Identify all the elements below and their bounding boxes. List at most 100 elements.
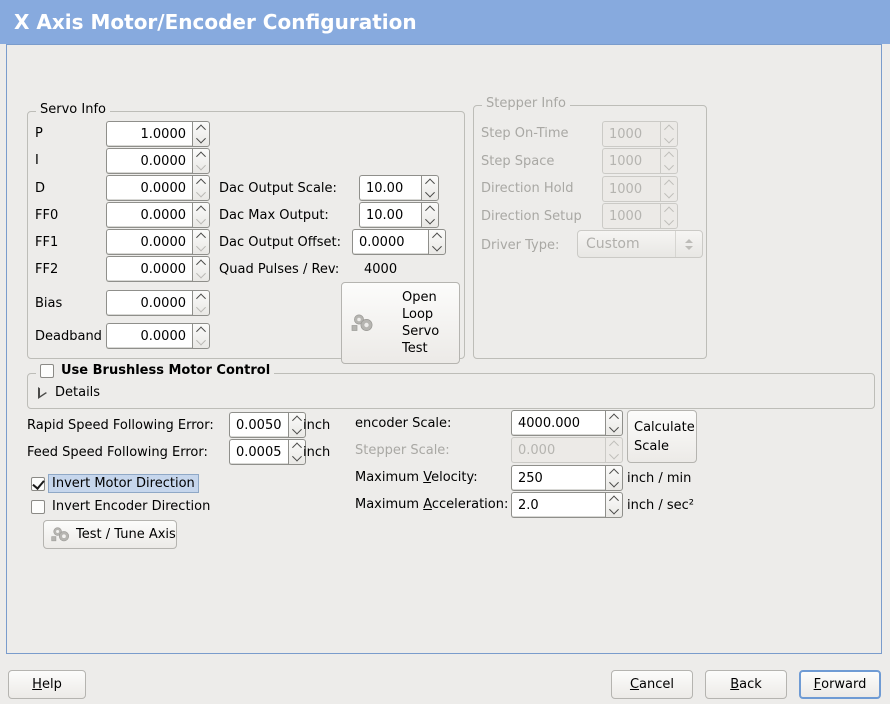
spin-down-icon[interactable]: [193, 269, 209, 281]
label-deadband: Deadband: [35, 329, 102, 344]
open-loop-servo-test-button[interactable]: Open Loop Servo Test: [341, 282, 460, 364]
spin-maximum-velocity[interactable]: 250: [511, 465, 623, 491]
spin-down-icon[interactable]: [606, 423, 622, 435]
spin-maximum-velocity-value[interactable]: 250: [511, 465, 605, 491]
spin-down-icon[interactable]: [422, 215, 438, 227]
spin-d-buttons[interactable]: [192, 175, 210, 201]
spin-dac-output-offset[interactable]: 0.0000: [352, 229, 446, 255]
spin-encoder-scale-buttons[interactable]: [605, 410, 623, 436]
spin-p-buttons[interactable]: [192, 121, 210, 147]
spin-i-buttons[interactable]: [192, 148, 210, 174]
spin-bias[interactable]: 0.0000: [106, 290, 210, 316]
spin-up-icon: [661, 177, 677, 189]
spin-down-icon[interactable]: [193, 242, 209, 254]
spin-down-icon[interactable]: [606, 478, 622, 490]
spin-up-icon[interactable]: [606, 493, 622, 505]
spin-maximum-velocity-buttons[interactable]: [605, 465, 623, 491]
spin-i[interactable]: 0.0000: [106, 148, 210, 174]
spin-dac-max-output-value[interactable]: 10.00: [359, 202, 421, 228]
spin-bias-buttons[interactable]: [192, 290, 210, 316]
spin-up-icon[interactable]: [193, 291, 209, 303]
spin-encoder-scale[interactable]: 4000.000: [511, 410, 623, 436]
spin-ff0[interactable]: 0.0000: [106, 202, 210, 228]
spin-deadband-value[interactable]: 0.0000: [106, 323, 192, 349]
spin-deadband-buttons[interactable]: [192, 323, 210, 349]
spin-dac-output-offset-buttons[interactable]: [428, 229, 446, 255]
spin-down-icon[interactable]: [193, 161, 209, 173]
spin-ff1[interactable]: 0.0000: [106, 229, 210, 255]
spin-up-icon[interactable]: [193, 324, 209, 336]
spin-maximum-acceleration-value[interactable]: 2.0: [511, 492, 605, 518]
spin-ff2[interactable]: 0.0000: [106, 256, 210, 282]
spin-i-value[interactable]: 0.0000: [106, 148, 192, 174]
spin-rapid-speed-following-error[interactable]: 0.0050: [229, 412, 306, 438]
spin-ff2-value[interactable]: 0.0000: [106, 256, 192, 282]
spin-up-icon[interactable]: [606, 411, 622, 423]
use-brushless-motor-control-checkbox[interactable]: [40, 364, 54, 378]
spin-feed-buttons[interactable]: [287, 439, 306, 465]
invert-motor-direction-checkbox[interactable]: [31, 476, 45, 491]
spin-down-icon[interactable]: [193, 215, 209, 227]
details-expander[interactable]: Details: [38, 385, 100, 400]
spin-down-icon[interactable]: [193, 134, 209, 146]
spin-deadband[interactable]: 0.0000: [106, 323, 210, 349]
spin-maximum-acceleration[interactable]: 2.0: [511, 492, 623, 518]
spin-down-icon[interactable]: [193, 336, 209, 348]
label-maximum-velocity: Maximum Velocity:: [355, 470, 478, 485]
spin-up-icon[interactable]: [422, 176, 438, 188]
spin-ff2-buttons[interactable]: [192, 256, 210, 282]
spin-ff0-value[interactable]: 0.0000: [106, 202, 192, 228]
spin-down-icon[interactable]: [193, 188, 209, 200]
spin-up-icon[interactable]: [193, 149, 209, 161]
spin-p-value[interactable]: 1.0000: [106, 121, 192, 147]
spin-ff1-value[interactable]: 0.0000: [106, 229, 192, 255]
spin-up-icon[interactable]: [606, 466, 622, 478]
title-bar: X Axis Motor/Encoder Configuration: [0, 0, 890, 44]
spin-down-icon[interactable]: [422, 188, 438, 200]
spin-down-icon: [661, 216, 677, 228]
invert-motor-direction-row[interactable]: Invert Motor Direction: [31, 474, 199, 493]
calculate-scale-button[interactable]: Calculate Scale: [627, 410, 697, 463]
spin-p[interactable]: 1.0000: [106, 121, 210, 147]
invert-encoder-direction-checkbox[interactable]: [31, 499, 45, 514]
spin-stepper-scale: 0.000: [511, 437, 623, 463]
spin-rapid-buttons[interactable]: [287, 412, 306, 438]
spin-dac-output-offset-value[interactable]: 0.0000: [352, 229, 428, 255]
spin-up-icon[interactable]: [193, 230, 209, 242]
spin-dac-output-scale-value[interactable]: 10.00: [359, 175, 421, 201]
spin-up-icon[interactable]: [193, 203, 209, 215]
spin-bias-value[interactable]: 0.0000: [106, 290, 192, 316]
test-tune-axis-button[interactable]: Test / Tune Axis: [43, 520, 177, 549]
spin-up-icon[interactable]: [429, 230, 445, 242]
spin-step-on-time: 1000: [602, 121, 678, 147]
spin-dac-max-output[interactable]: 10.00: [359, 202, 439, 228]
spin-up-icon[interactable]: [193, 176, 209, 188]
invert-encoder-direction-row[interactable]: Invert Encoder Direction: [31, 499, 210, 514]
details-label: Details: [55, 385, 101, 400]
spin-ff1-buttons[interactable]: [192, 229, 210, 255]
spin-encoder-scale-value[interactable]: 4000.000: [511, 410, 605, 436]
spin-up-icon[interactable]: [193, 257, 209, 269]
spin-dac-max-output-buttons[interactable]: [421, 202, 439, 228]
spin-d[interactable]: 0.0000: [106, 175, 210, 201]
spin-feed-speed-following-error-value[interactable]: 0.0005: [229, 439, 288, 465]
spin-down-icon[interactable]: [429, 242, 445, 254]
spin-down-icon[interactable]: [606, 505, 622, 517]
spin-ff0-buttons[interactable]: [192, 202, 210, 228]
spin-down-icon[interactable]: [193, 303, 209, 315]
spin-dac-output-scale-buttons[interactable]: [421, 175, 439, 201]
spin-dac-output-scale[interactable]: 10.00: [359, 175, 439, 201]
chevron-right-icon[interactable]: [38, 386, 47, 399]
label-d: D: [35, 181, 46, 196]
spin-direction-setup: 1000: [602, 203, 678, 229]
spin-up-icon[interactable]: [193, 122, 209, 134]
spin-d-value[interactable]: 0.0000: [106, 175, 192, 201]
spin-maximum-acceleration-buttons[interactable]: [605, 492, 623, 518]
spin-feed-speed-following-error[interactable]: 0.0005: [229, 439, 306, 465]
spin-up-icon[interactable]: [422, 203, 438, 215]
spin-rapid-speed-following-error-value[interactable]: 0.0050: [229, 412, 288, 438]
